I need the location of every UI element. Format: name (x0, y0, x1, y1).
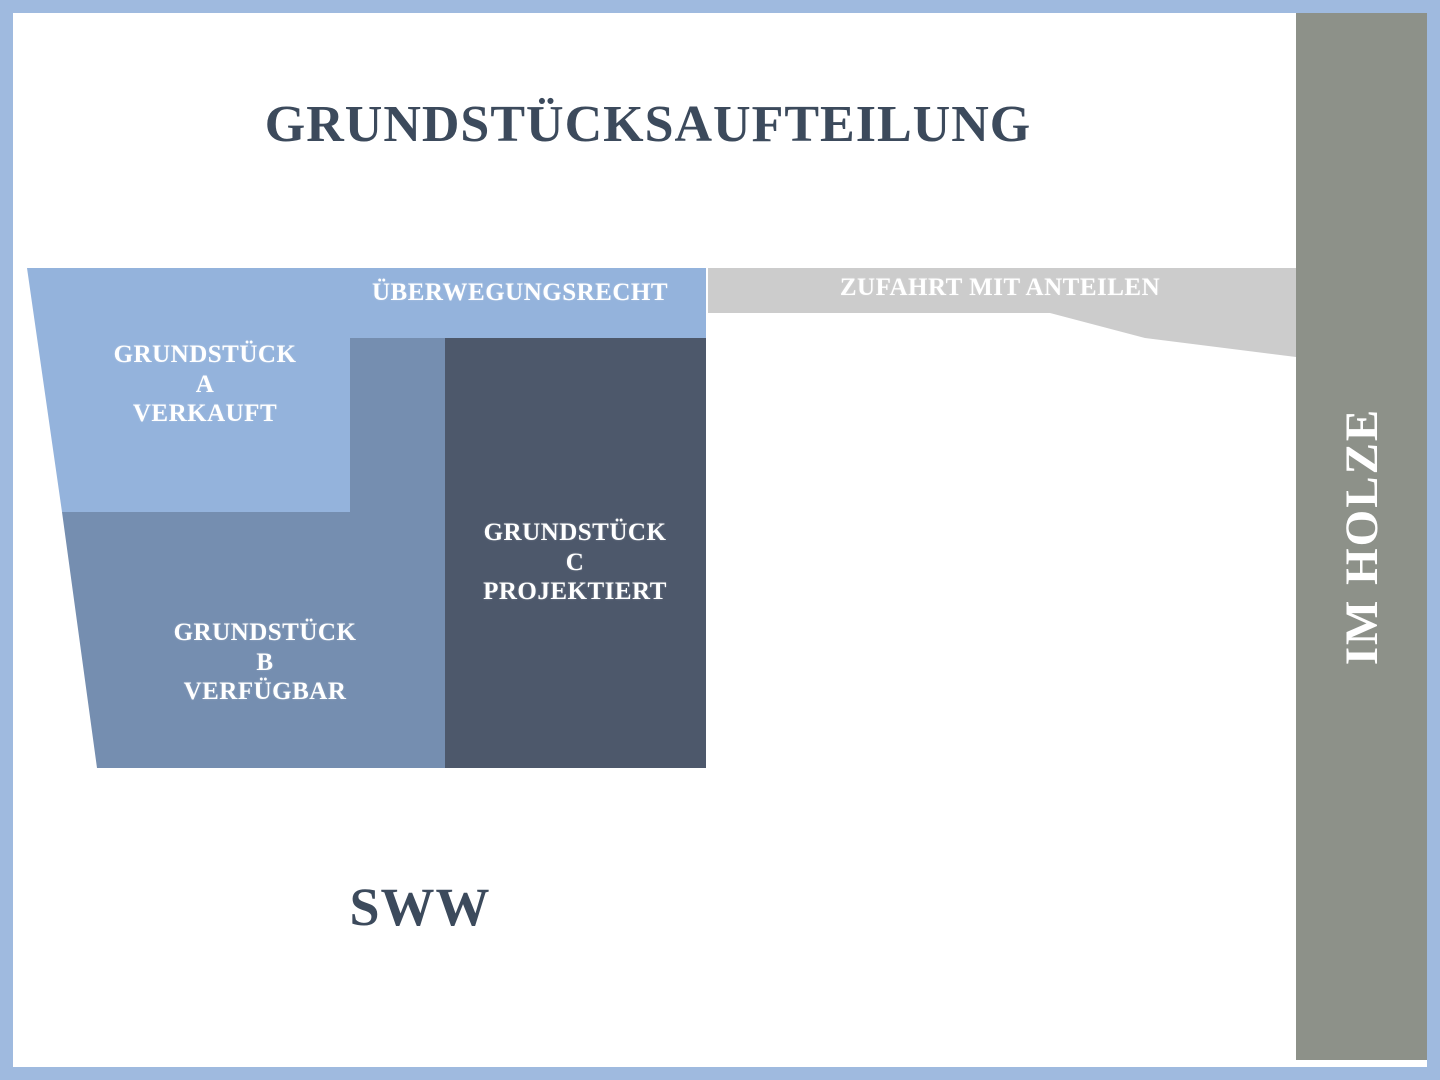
parcel-c-label: GRUNDSTÜCK C PROJEKTIERT (483, 519, 667, 605)
access-road-label: ZUFAHRT MIT ANTEILEN (839, 274, 1161, 301)
parcel-a-shape[interactable] (27, 268, 706, 512)
parcel-b-label: GRUNDSTÜCK B VERFÜGBAR (173, 619, 357, 705)
parcel-a-label: GRUNDSTÜCK A VERKAUFT (113, 341, 297, 427)
border-right (1427, 0, 1440, 1080)
footer-logo-mark: SWW (349, 877, 491, 937)
parcel-b-shape[interactable] (62, 338, 445, 768)
border-left (0, 0, 13, 1080)
border-top (0, 0, 1440, 13)
right-of-way-label: ÜBERWEGUNGSRECHT (371, 279, 669, 306)
street-band-label: IM HOLZE (1335, 407, 1388, 666)
access-road-shape[interactable] (708, 268, 1296, 357)
parcel-c-shape[interactable] (445, 338, 706, 768)
street-band-im-holze[interactable]: IM HOLZE (1296, 13, 1427, 1060)
border-bottom (0, 1067, 1440, 1080)
page-title: GRUNDSTÜCKSAUFTEILUNG (264, 96, 1032, 153)
